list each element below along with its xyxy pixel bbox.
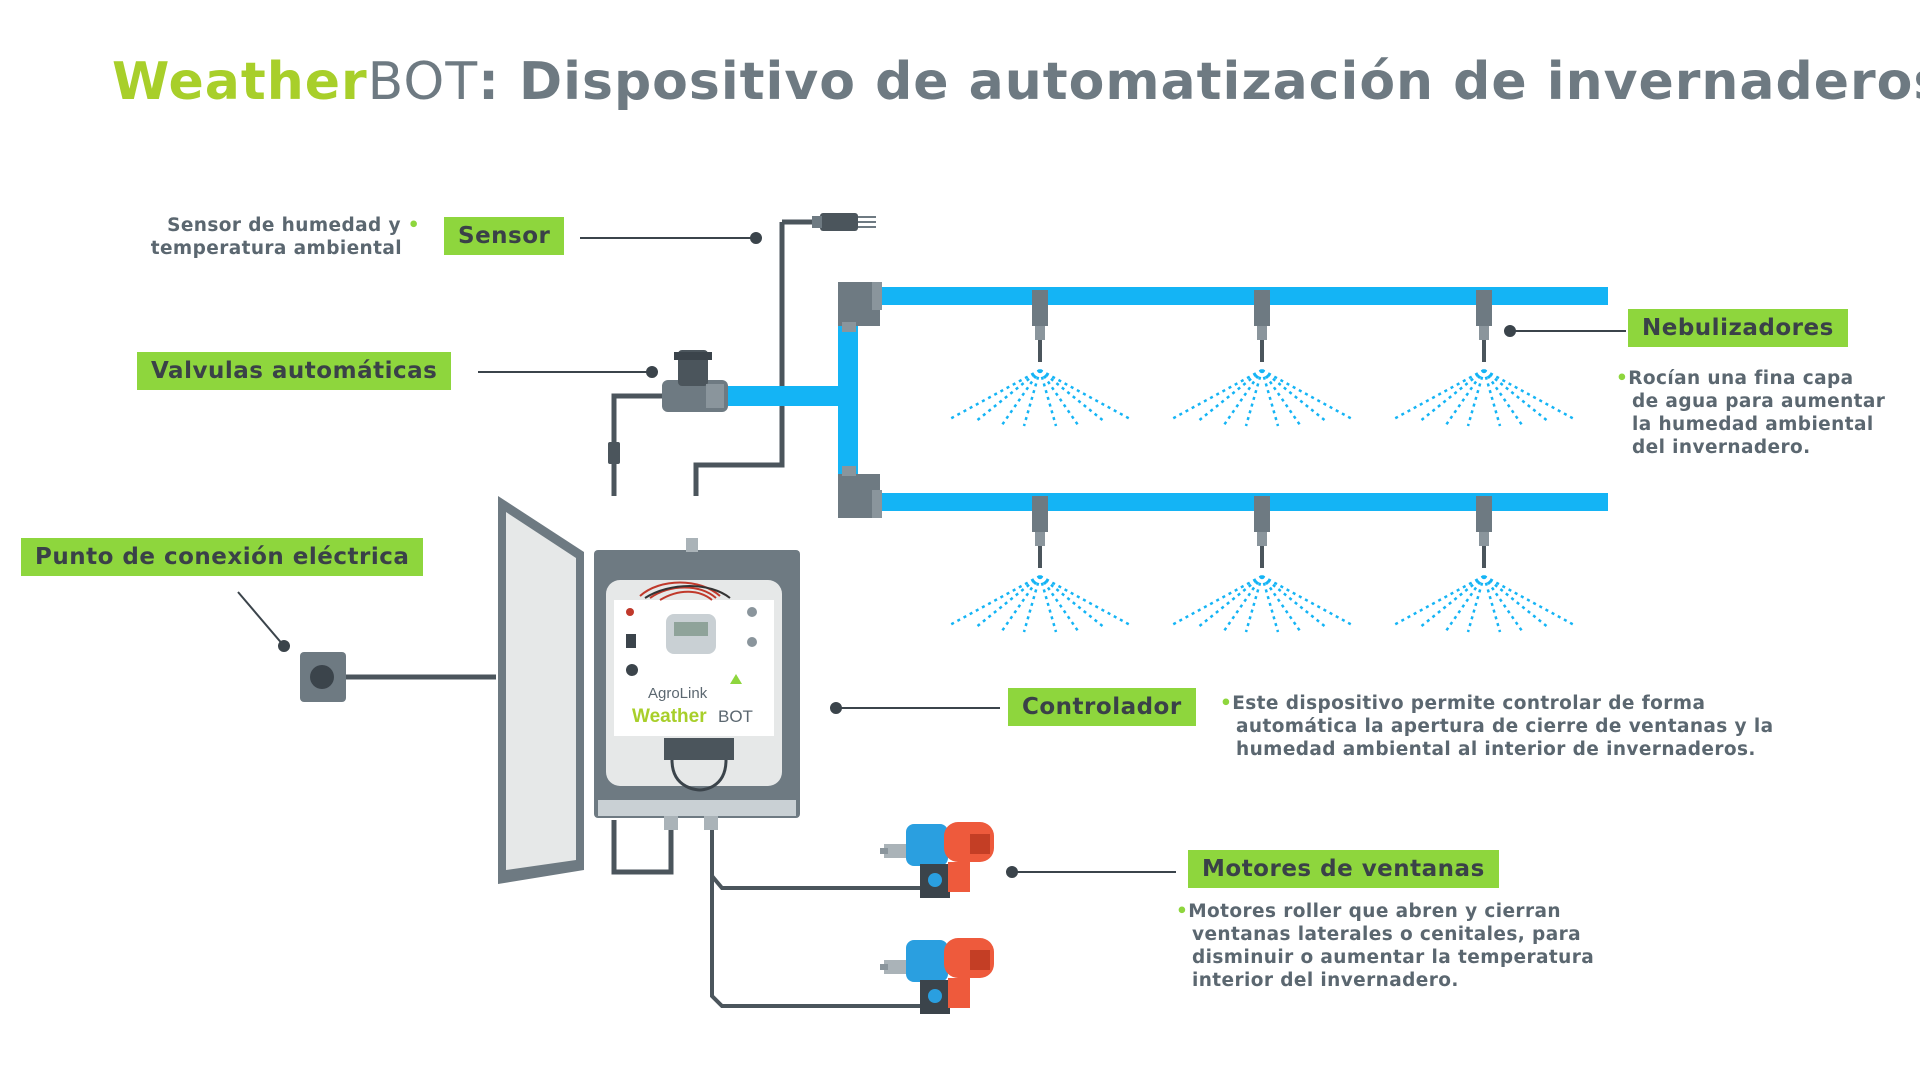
controller-label: Controlador: [1008, 688, 1196, 726]
motors-desc-line-1: Motores roller que abren y cierran: [1188, 901, 1561, 922]
water-pipes: [722, 282, 1608, 518]
nebulizers-desc-line-2: de agua para aumentar: [1632, 391, 1886, 412]
bullet-icon: •: [1220, 693, 1233, 714]
nebulizers-desc-line-3: la humedad ambiental: [1632, 414, 1874, 435]
page-title: WeatherBOT: Dispositivo de automatizació…: [112, 52, 1920, 112]
title-brand-weather: Weather: [112, 52, 368, 112]
sensor-description: Sensor de humedad y • temperatura ambien…: [120, 214, 420, 260]
title-subtitle: Dispositivo de automatización de inverna…: [499, 52, 1920, 112]
nebulizers-desc-line-4: del invernadero.: [1632, 437, 1811, 458]
motors-desc-line-4: interior del invernadero.: [1192, 970, 1459, 991]
automatic-valve: [608, 350, 728, 496]
title-colon: :: [478, 52, 500, 112]
sensor-desc-line-1: Sensor de humedad y: [167, 215, 401, 236]
nebulizer-nozzles: [946, 290, 1578, 634]
valves-label: Valvulas automáticas: [137, 352, 452, 390]
controller-description: •Este dispositivo permite controlar de f…: [1220, 692, 1860, 761]
sensor-desc-line-2: temperatura ambiental: [150, 238, 402, 259]
bullet-icon: •: [1176, 901, 1189, 922]
controller-desc-line-2: automática la apertura de cierre de vent…: [1236, 716, 1774, 737]
device-logo-agrolink: AgroLink: [648, 685, 708, 702]
controller-desc-line-1: Este dispositivo permite controlar de fo…: [1232, 693, 1706, 714]
motor-cables: [611, 820, 920, 1008]
controller-desc-line-3: humedad ambiental al interior de inverna…: [1236, 739, 1756, 760]
nebulizers-label: Nebulizadores: [1628, 309, 1848, 347]
power-outlet: [300, 652, 496, 702]
sensor-device: [693, 213, 876, 496]
control-box: [498, 496, 800, 884]
motors-desc-line-3: disminuir o aumentar la temperatura: [1192, 947, 1595, 968]
leader-lines: [237, 232, 1626, 878]
motors-label: Motores de ventanas: [1188, 850, 1499, 888]
bullet-icon: •: [407, 215, 420, 236]
device-logo-bot: BOT: [718, 707, 753, 726]
bullet-icon: •: [1616, 368, 1629, 389]
device-logo-weather: Weather: [632, 706, 707, 727]
nebulizers-desc-line-1: Rocían una fina capa: [1628, 368, 1854, 389]
window-motors: [880, 822, 994, 1014]
motors-desc-line-2: ventanas laterales o cenitales, para: [1192, 924, 1581, 945]
power-label: Punto de conexión eléctrica: [21, 538, 424, 576]
agrolink-leaf-icon: [730, 674, 742, 684]
nebulizers-description: •Rocían una fina capa de agua para aumen…: [1616, 367, 1916, 459]
title-brand-bot: BOT: [367, 52, 479, 112]
sensor-label: Sensor: [444, 217, 565, 255]
motors-description: •Motores roller que abren y cierran vent…: [1176, 900, 1696, 992]
